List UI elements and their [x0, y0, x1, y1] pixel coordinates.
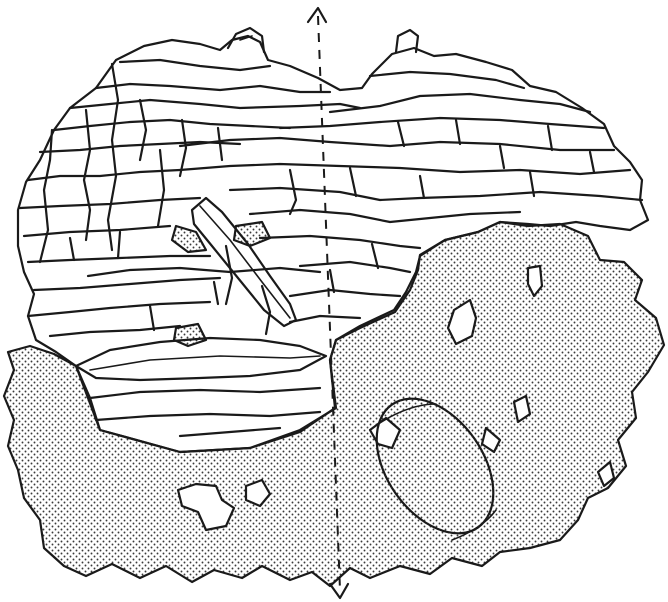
stippled-region — [4, 222, 664, 586]
elongated-crystal — [192, 198, 296, 326]
